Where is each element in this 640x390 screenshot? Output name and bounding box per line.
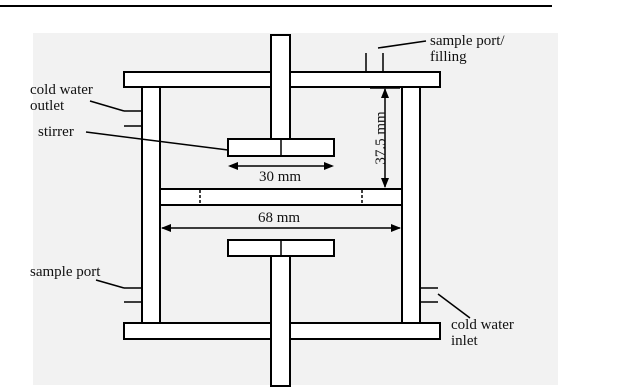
filling-leader bbox=[377, 40, 427, 49]
stirrer-shaft-bottom bbox=[270, 255, 291, 387]
stirrer-label: stirrer bbox=[38, 124, 74, 140]
sample-port-filling-line1: sample port/ bbox=[430, 33, 505, 49]
stirrer-shaft-top bbox=[270, 34, 291, 140]
outlet-leader bbox=[89, 100, 125, 112]
dim-30-arrow-right bbox=[324, 162, 334, 170]
sample-port-filling-label: sample port/ filling bbox=[430, 33, 505, 65]
stirrer-leader bbox=[85, 131, 229, 151]
dim-375-arrow-top bbox=[381, 88, 389, 98]
dim-30-arrow-left bbox=[228, 162, 238, 170]
inner-diameter-dimension: 68 mm bbox=[258, 210, 301, 226]
cold-water-inlet-line1: cold water bbox=[451, 317, 514, 333]
sample-port-filling-line2: filling bbox=[430, 49, 467, 65]
dim-68-arrow-right bbox=[391, 224, 401, 232]
cold-water-outlet-label: cold water outlet bbox=[30, 82, 93, 114]
cold-water-inlet-line2: inlet bbox=[451, 333, 478, 349]
impeller-width-dimension: 30 mm bbox=[259, 169, 302, 185]
separator-plate bbox=[159, 188, 403, 206]
height-dimension: 37.5 mm bbox=[373, 111, 389, 165]
cold-water-inlet-label: cold water inlet bbox=[451, 317, 514, 349]
dim-375-arrow-bottom bbox=[381, 178, 389, 188]
sample-port-label: sample port bbox=[30, 264, 101, 280]
inlet-leader bbox=[437, 293, 471, 319]
right-outer-wall bbox=[401, 86, 421, 324]
left-outer-wall bbox=[141, 86, 161, 324]
sample-port-leader bbox=[95, 279, 125, 289]
cold-water-outlet-line1: cold water bbox=[30, 82, 93, 98]
cold-water-outlet-line2: outlet bbox=[30, 98, 65, 114]
dim-68-arrow-left bbox=[161, 224, 171, 232]
